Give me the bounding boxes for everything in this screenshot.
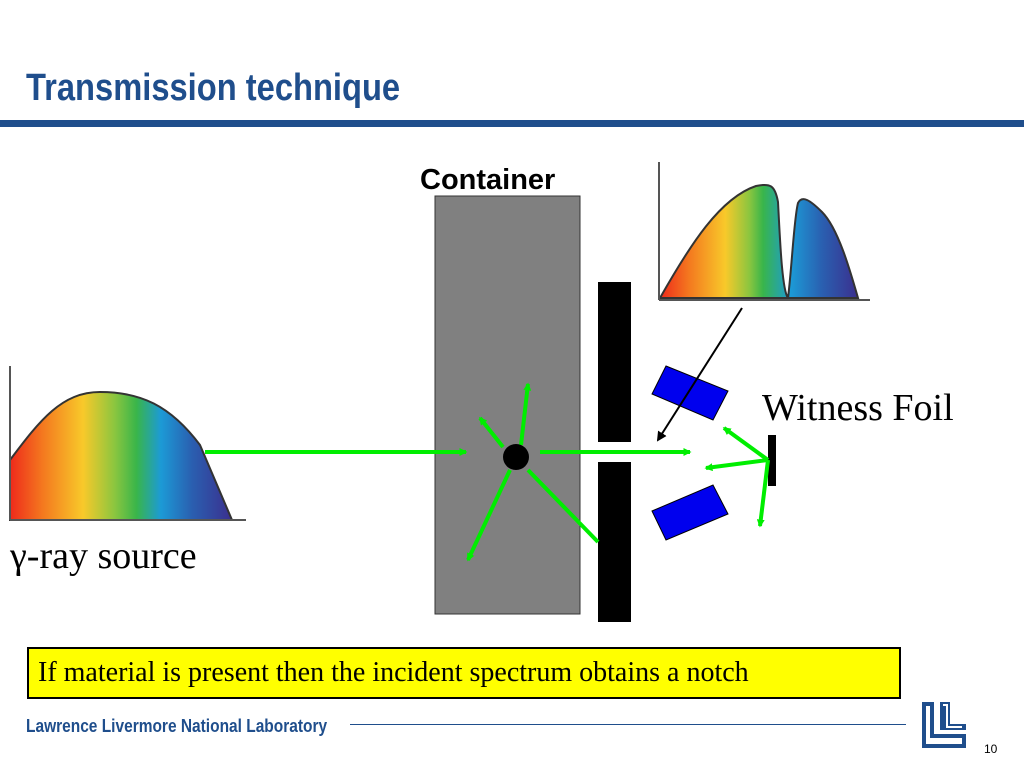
gamma-rays [205,382,770,562]
collimator-top [598,282,631,442]
footer-organization: Lawrence Livermore National Laboratory [26,716,328,736]
material-sample [503,444,529,470]
scatter-ray-up [519,382,532,446]
scatter-ray-left [478,416,505,449]
detector-upper [651,365,729,421]
container-label: Container [420,164,556,196]
title-divider [0,120,1024,127]
scatter-ray-lower-right [526,468,600,544]
witness-foil [768,435,776,486]
fluorescence-ray-1 [722,426,770,462]
page-number: 10 [984,742,998,756]
detector-lower [651,484,729,541]
scatter-ray-down [466,469,512,562]
witness-foil-label: Witness Foil [762,387,954,429]
note-box: If material is present then the incident… [27,647,901,699]
source-label: γ-ray source [10,535,197,577]
fluorescence-ray-3 [756,459,770,528]
llnl-logo-icon [922,702,966,748]
collimator-bottom [598,462,631,622]
pointer-arrow [656,307,743,442]
fluorescence-ray-2 [704,458,769,472]
incident-spectrum [9,366,246,521]
footer-divider [350,724,906,725]
slide-title: Transmission technique [26,67,401,109]
container-box [434,195,581,615]
transmitted-spectrum [658,162,870,301]
